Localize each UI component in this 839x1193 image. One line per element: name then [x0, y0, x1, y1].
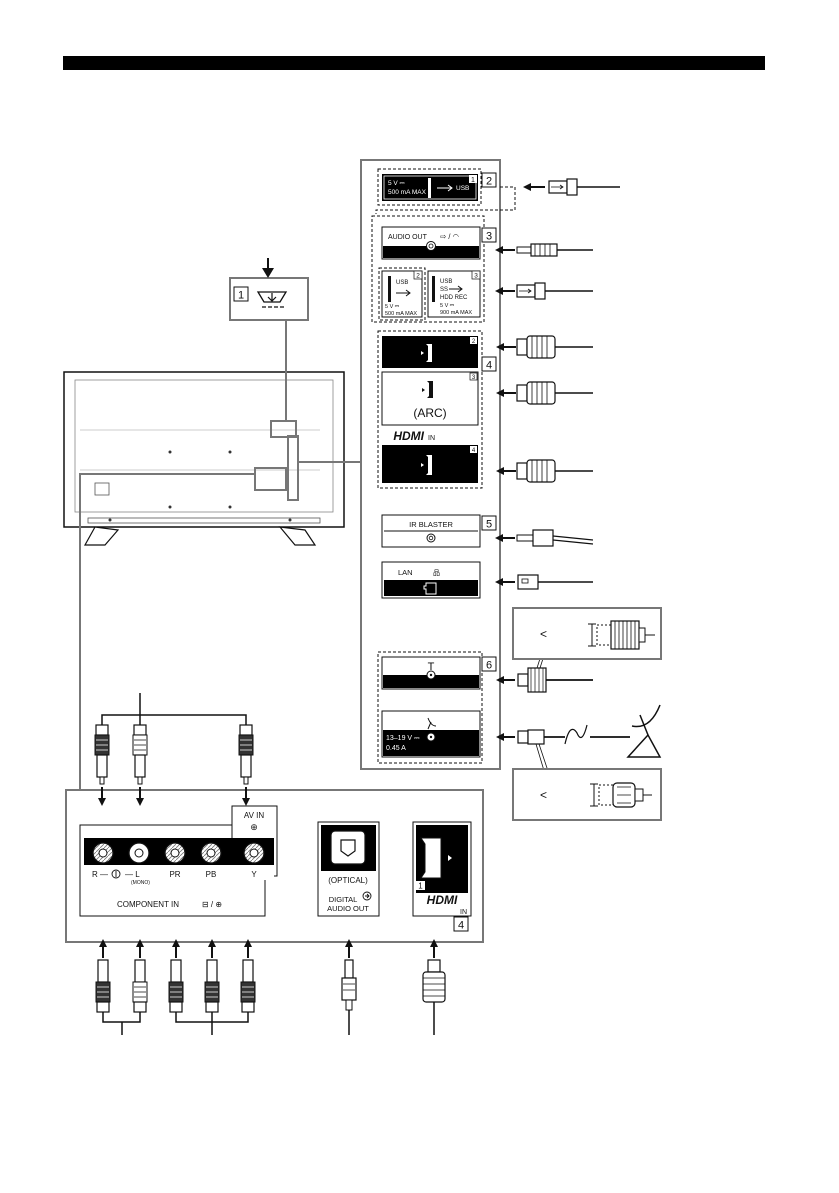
jack-mono-label: (MONO) [131, 880, 150, 886]
usb1-number: 1 [471, 177, 475, 184]
usb2-number: 2 [416, 273, 420, 280]
usb1-port-group: 5 V ⎓ 500 mA MAX USB 1 2 [376, 169, 515, 214]
usb2-port-group: USB 5 V ⎓ 500 mA MAX 2 [379, 268, 425, 320]
component-in-icon: ⊟ / ⊕ [202, 900, 222, 909]
lan-port-group: LAN 品 [382, 562, 480, 598]
jack-pr [165, 843, 185, 863]
callout-1-box: 1 [230, 258, 308, 320]
hdmi1-logo: HDMI [427, 893, 458, 907]
ir-blaster-port-group: IR BLASTER 5 [382, 515, 496, 547]
tv-rear [64, 372, 344, 545]
usb1-spec-current: 500 mA MAX [388, 189, 427, 196]
jack-pb-label: PB [206, 870, 217, 879]
jack-pb [201, 843, 221, 863]
side-cables [499, 179, 660, 774]
digital-label: DIGITAL [329, 895, 358, 904]
hdmi1-in: IN [460, 909, 467, 916]
usb3-number: 3 [474, 273, 478, 280]
callout-6-num: 6 [486, 660, 492, 672]
usb3-label: USB [440, 279, 452, 285]
usb3-spec-current: 900 mA MAX [440, 310, 472, 316]
jack-l [129, 843, 149, 863]
jack-pr-label: PR [169, 870, 180, 879]
header-bar [63, 56, 765, 70]
lan-label: LAN [398, 568, 413, 577]
optical-out-block: (OPTICAL) DIGITAL AUDIO OUT [318, 822, 379, 916]
lan-network-icon: 品 [433, 569, 440, 577]
usb3-port-group: USB SS HDD REC 5 V ⎓ 900 mA MAX 3 [428, 271, 480, 317]
usb2-spec-current: 500 mA MAX [385, 311, 417, 317]
jack-y [244, 843, 264, 863]
antenna-group: T 6 13–19 V ⎓ 0.45 A [378, 652, 496, 763]
callout-3-num: 3 [486, 231, 492, 243]
inset-bottom-lt: < [540, 788, 547, 802]
ir-blaster-label: IR BLASTER [409, 520, 453, 529]
usb1-spec-voltage: 5 V ⎓ [388, 180, 405, 187]
hdmi-panel-in: IN [428, 435, 435, 442]
av-in-label: AV IN [244, 811, 265, 820]
hdmi1-block: 1 HDMI IN 4 [413, 822, 471, 932]
satellite-dish-large-icon [628, 735, 660, 757]
usb3-ss-label: SS [440, 287, 448, 293]
usb1-label: USB [456, 185, 469, 192]
top-rca-cables [95, 693, 253, 802]
inset-top-lt: < [540, 627, 547, 641]
jack-r-label: R — [92, 870, 108, 879]
callout-4b-num: 4 [458, 920, 464, 932]
component-in-label: COMPONENT IN [117, 900, 179, 909]
inset-sat-connector: < [513, 769, 661, 820]
optical-label: (OPTICAL) [328, 876, 368, 885]
hdmi-panel-group: 2 3 (ARC) HDMI IN 4 4 [378, 331, 496, 488]
hdmi1-number: 1 [418, 882, 423, 891]
jack-r [93, 843, 113, 863]
component-av-block: AV IN ⊕ R — — L (MONO) PR [80, 806, 277, 916]
jack-y-label: Y [251, 870, 257, 879]
usb2-spec-voltage: 5 V ⎓ [385, 304, 400, 310]
hdmi3-arc-label: (ARC) [413, 406, 446, 420]
callout-5-num: 5 [486, 519, 492, 531]
sat-spec-voltage: 13–19 V ⎓ [386, 735, 420, 742]
usb3-hdd-rec: HDD REC [440, 295, 468, 301]
callout-4-num: 4 [486, 360, 492, 372]
inset-rf-connector: < [513, 608, 661, 659]
jack-l-label: — L [125, 870, 140, 879]
audio-out-port-group: AUDIO OUT ⇨ / ◠ 3 [382, 227, 496, 259]
lan-jack-icon [424, 583, 436, 594]
callout-2-num: 2 [486, 176, 492, 188]
sat-spec-current: 0.45 A [386, 745, 406, 752]
av-in-icon: ⊕ [250, 822, 258, 832]
hdmi-panel-logo: HDMI [393, 429, 424, 443]
audio-out-label: AUDIO OUT [388, 234, 428, 241]
bottom-cables [96, 943, 445, 1035]
usb3-spec-voltage: 5 V ⎓ [440, 303, 455, 309]
callout-1-num: 1 [238, 290, 244, 302]
audio-out-icons: ⇨ / ◠ [440, 232, 460, 241]
usb2-label: USB [396, 280, 408, 286]
digital-audio-out-label: AUDIO OUT [327, 904, 369, 913]
